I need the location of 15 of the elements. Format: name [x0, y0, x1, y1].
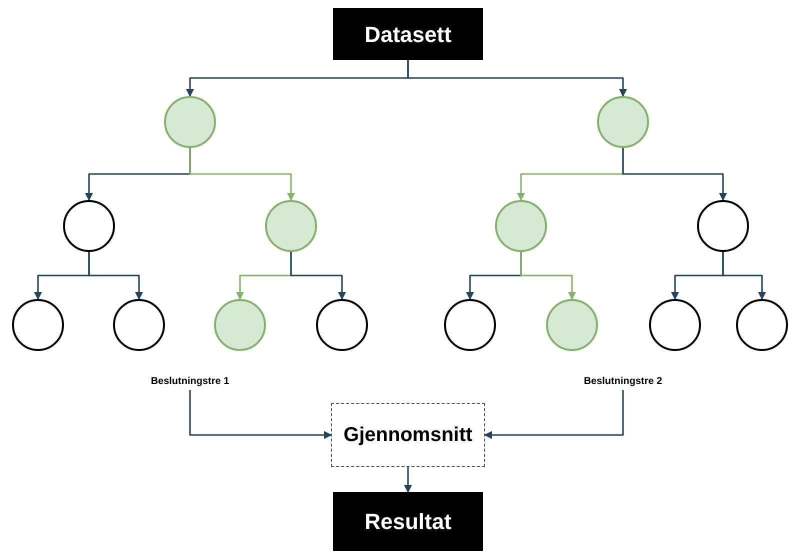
tree-label: Beslutningstre 2 [563, 372, 683, 390]
arrow [622, 148, 727, 201]
arrow [404, 467, 412, 493]
arrow [520, 252, 576, 300]
arrow [189, 148, 295, 201]
arrow [189, 390, 332, 439]
arrow [290, 252, 346, 300]
arrow [407, 60, 627, 97]
process-box: Resultat [333, 492, 483, 551]
process-box: Datasett [333, 8, 483, 60]
arrow [484, 390, 624, 439]
dashed-box: Gjennomsnitt [331, 403, 485, 467]
arrow [722, 252, 766, 300]
arrow [88, 252, 143, 300]
tree-label: Beslutningstre 1 [130, 372, 250, 390]
